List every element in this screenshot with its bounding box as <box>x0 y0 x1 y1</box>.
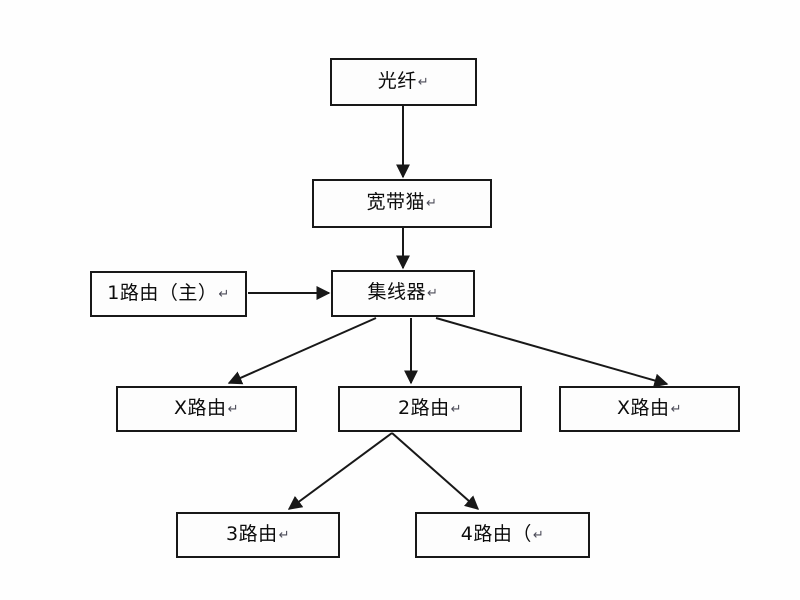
connector-router2-to-router4 <box>391 432 480 510</box>
return-mark-icon: ↵ <box>417 74 430 90</box>
node-router1[interactable]: 1路由（主）↵ <box>90 271 247 317</box>
node-label-router2: 2路由 <box>398 396 450 419</box>
node-routerXa[interactable]: X路由↵ <box>116 386 297 432</box>
node-label-router3: 3路由 <box>226 522 278 545</box>
connector-hub-to-routerXb <box>435 317 669 388</box>
return-mark-icon: ↵ <box>278 527 290 543</box>
node-label-fiber: 光纤 <box>377 69 417 92</box>
node-label-modem: 宽带猫 <box>366 191 426 213</box>
node-router3[interactable]: 3路由↵ <box>176 512 340 558</box>
node-label-routerXa: X路由 <box>174 396 227 419</box>
node-fiber[interactable]: 光纤↵ <box>330 58 477 106</box>
return-mark-icon: ↵ <box>532 527 545 543</box>
node-modem[interactable]: 宽带猫↵ <box>312 179 492 228</box>
node-label-hub: 集线器 <box>367 281 427 303</box>
connector-router2-to-router3 <box>287 432 393 510</box>
connector-hub-to-routerXa <box>227 317 377 385</box>
return-mark-icon: ↵ <box>427 286 439 301</box>
node-router2[interactable]: 2路由↵ <box>338 386 522 432</box>
node-label-router1: 1路由（主） <box>107 281 218 304</box>
node-label-router4: 4路由（ <box>460 522 532 545</box>
node-label-routerXb: X路由 <box>617 396 670 419</box>
edge-group <box>227 106 669 510</box>
return-mark-icon: ↵ <box>450 401 462 417</box>
return-mark-icon: ↵ <box>426 196 438 211</box>
return-mark-icon: ↵ <box>218 286 230 302</box>
node-hub[interactable]: 集线器↵ <box>331 270 475 317</box>
node-routerXb[interactable]: X路由↵ <box>559 386 740 432</box>
return-mark-icon: ↵ <box>227 401 239 417</box>
return-mark-icon: ↵ <box>670 401 682 417</box>
node-router4[interactable]: 4路由（↵ <box>415 512 590 558</box>
